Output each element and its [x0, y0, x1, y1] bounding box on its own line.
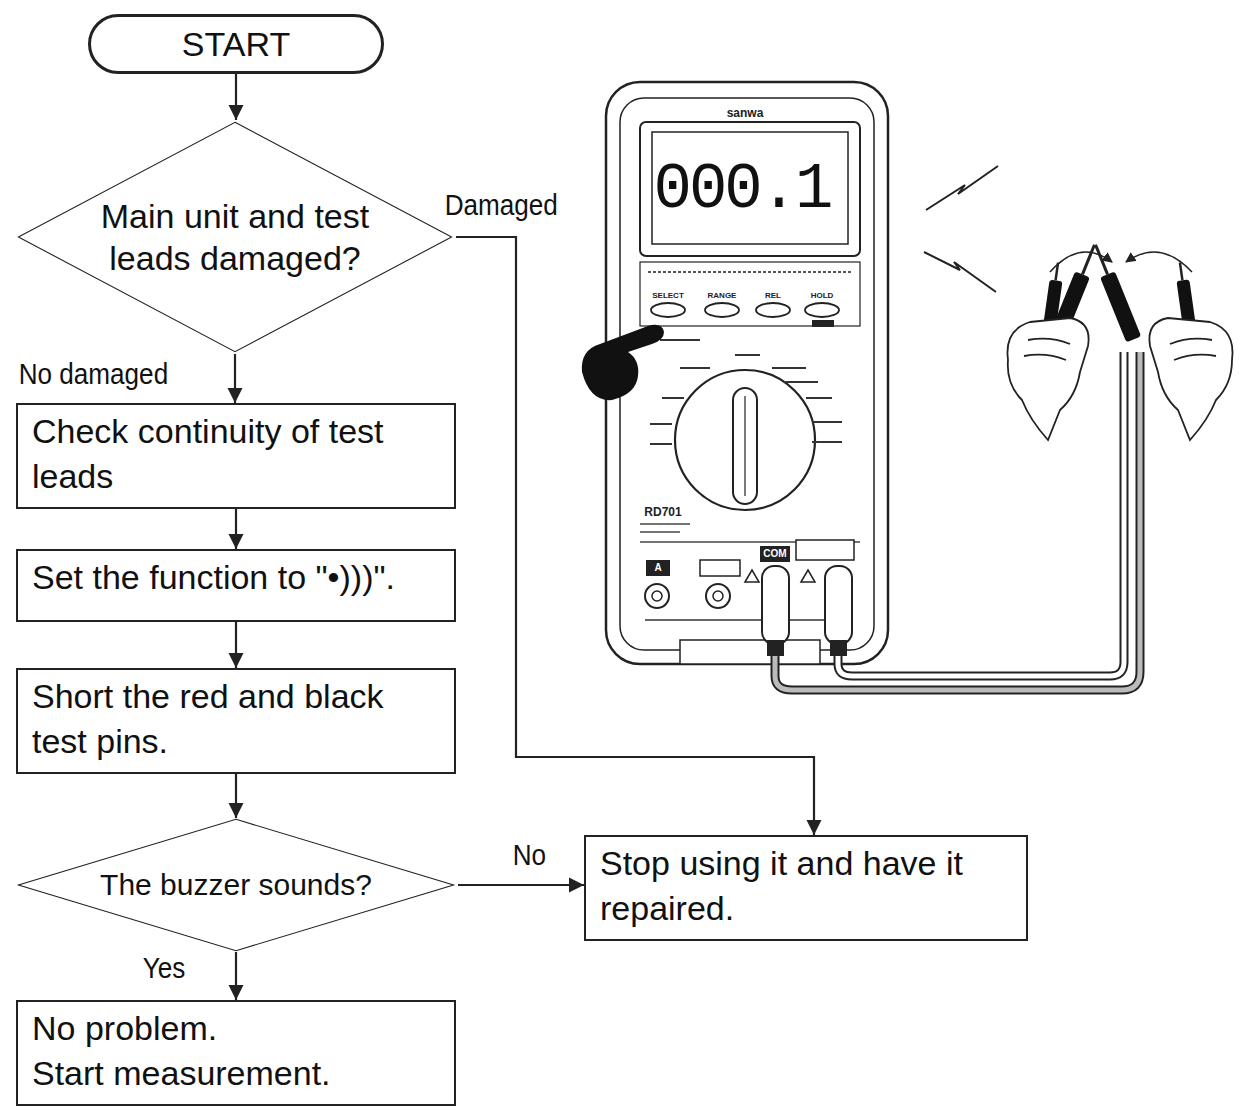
button-label: HOLD	[811, 292, 834, 300]
pointing-hand	[582, 325, 664, 400]
jack-bracket	[645, 619, 850, 621]
beep-mark	[924, 252, 996, 292]
button-label: SELECT	[652, 292, 684, 300]
edge-label: Damaged	[442, 189, 561, 222]
hold-tag	[812, 320, 834, 327]
meter-foot	[680, 640, 820, 664]
ma-jack	[706, 584, 730, 608]
range-button	[705, 303, 739, 317]
test-lead-wires	[775, 352, 1140, 690]
v-plug	[825, 566, 852, 644]
diamond-shape	[18, 819, 453, 950]
warning-triangle	[801, 570, 815, 582]
meter-housing	[606, 82, 888, 664]
flow-arrow	[456, 237, 814, 835]
node-text: Stop using it and have it repaired.	[600, 841, 1012, 931]
meter-front-panel	[620, 98, 874, 650]
rotary-dial	[675, 370, 815, 510]
com-plug-boot	[767, 640, 784, 656]
edge-label: No damaged	[16, 358, 171, 391]
button-label: RANGE	[708, 292, 737, 300]
node-text: Start measurement.	[32, 1051, 440, 1096]
flow-arrow	[235, 74, 237, 120]
node-text: Short the red and black test pins.	[32, 674, 440, 764]
flow-arrow	[234, 354, 236, 403]
diamond-shape	[18, 122, 451, 351]
diamond-outline	[14, 120, 456, 354]
process-box: No problem.Start measurement.	[16, 1000, 456, 1106]
v-jack-tag	[796, 540, 854, 560]
decision-diamond: Main unit and test leads damaged?	[14, 120, 456, 354]
process-box: Stop using it and have it repaired.	[584, 835, 1028, 941]
dial-markings	[650, 340, 842, 444]
a-jack-tag	[646, 560, 670, 576]
process-box: Check continuity of test leads	[16, 403, 456, 509]
beep-mark	[926, 166, 998, 210]
node-text: Main unit and test leads damaged?	[100, 195, 370, 280]
motion-arrow	[1050, 252, 1112, 272]
diamond-text-area: The buzzer sounds?	[76, 866, 396, 904]
button-panel	[640, 262, 860, 326]
model-name: RD701	[644, 506, 681, 518]
v-plug-boot	[830, 640, 847, 656]
lcd-bezel	[640, 122, 860, 256]
select-button	[651, 303, 685, 317]
jack-label: A	[654, 563, 661, 573]
brand-name: sanwa	[727, 107, 764, 119]
edge-label: No	[510, 839, 549, 872]
node-text: Set the function to "•)))".	[32, 555, 440, 600]
dial-knob	[733, 388, 757, 504]
hold-button	[805, 303, 839, 317]
hands	[1007, 318, 1232, 440]
jack-label: COM	[763, 549, 786, 559]
flow-arrow	[235, 774, 237, 818]
process-box: Set the function to "•)))".	[16, 549, 456, 622]
lcd-reading: 000.1	[653, 158, 830, 222]
flow-arrow	[235, 622, 237, 668]
panel-text-line	[648, 271, 852, 273]
dial-pointer	[744, 396, 745, 496]
node-text: Check continuity of test leads	[32, 409, 440, 499]
a-jack	[645, 584, 669, 608]
lcd-window	[652, 132, 848, 244]
button-label: REL	[765, 292, 781, 300]
flow-arrow	[235, 509, 237, 549]
edge-label: Yes	[140, 952, 188, 985]
node-text: No problem.	[32, 1006, 440, 1051]
ma-jack-tag	[700, 560, 740, 576]
flow-arrow	[458, 884, 584, 886]
rel-button	[756, 303, 790, 317]
flow-arrow	[235, 952, 237, 1000]
warning-triangle	[745, 570, 759, 582]
com-plug	[762, 566, 789, 644]
node-text: The buzzer sounds?	[76, 866, 396, 904]
decision-diamond: The buzzer sounds?	[14, 818, 458, 952]
motion-arrow	[1126, 252, 1192, 272]
process-box: Short the red and black test pins.	[16, 668, 456, 774]
node-text: START	[182, 25, 290, 64]
com-jack-tag	[760, 546, 790, 562]
diamond-text-area: Main unit and test leads damaged?	[100, 195, 370, 280]
start-terminal: START	[88, 14, 384, 74]
